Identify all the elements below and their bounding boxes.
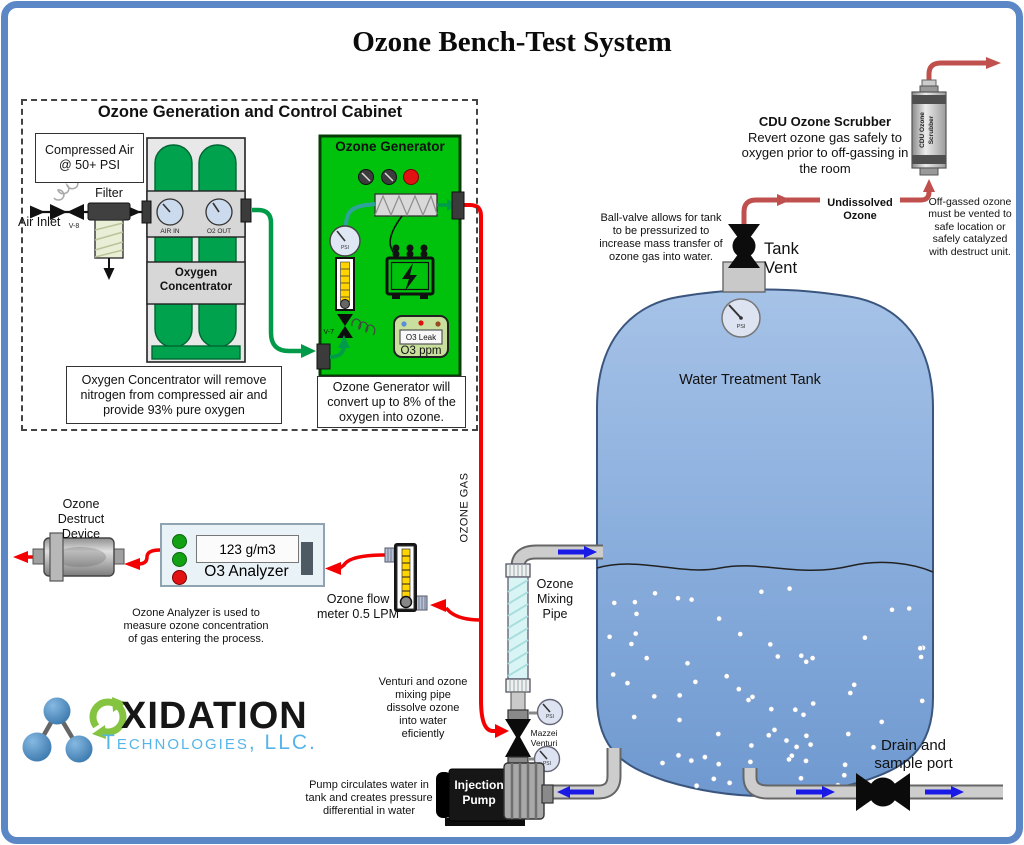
ozone-cabinet-outline [21,99,478,431]
page-title: Ozone Bench-Test System [352,26,672,58]
analyzer-reading-display: 123 g/m3 [196,535,299,563]
oxygen-hose-arrow [301,344,316,358]
power-led [403,169,419,185]
feed-flow-arrow [584,546,597,558]
oxygen-hose [252,207,316,358]
ozone-to-flowmeter-arrow [430,599,446,612]
water-treatment-tank-label: Water Treatment Tank [679,372,821,388]
tank-vent-label: Tank Vent [764,240,799,278]
water-line [596,561,934,573]
scrubber-cylinder-label-1: CDU Ozone [919,112,926,148]
pump-suction-pipe [548,748,622,800]
generator-flow-meter [335,257,355,311]
analyzer-note: Ozone Analyzer is used to measure ozone … [123,607,269,645]
analyzer-led-red [172,570,187,585]
analyzer-slot [301,542,313,575]
scrubber-cylinder-label-2: Scrubber [928,115,935,144]
logo-subtitle: Technologies, LLC. [102,731,317,754]
svg-text:AIR IN: AIR IN [160,228,179,235]
cdu-scrubber-title: CDU Ozone Scrubber [758,114,892,129]
mixing-pipe-label: Ozone Mixing Pipe [536,577,574,621]
concentrator-note: Oxygen Concentrator will remove nitrogen… [66,366,282,424]
ozone-to-venturi-arrow [495,724,509,738]
destruct-exit-arrow [13,551,28,563]
oxidation-logo-icon [22,697,127,763]
vent-line-up-arrow [923,179,935,192]
mazzei-venturi-label: Mazzei Venturi [530,728,558,749]
destruct-device-label: Ozone Destruct Device [57,497,105,541]
hv-transformer [385,244,435,299]
generator-psi-gauge: PSI [329,225,361,257]
air-inlet-label: Air Inlet [18,215,61,229]
cdu-ozone-scrubber: CDU Ozone Scrubber [911,79,947,176]
analyzer-to-destruct-arrow [124,558,140,570]
cdu-scrubber-description: Revert ozone gas safely to oxygen prior … [741,130,909,176]
compressed-air-box: Compressed Air @ 50+ PSI [35,133,144,183]
drain-pipe [742,768,1003,811]
scrubber-exit-arrow [986,57,1001,69]
oxygen-concentrator-label: Oxygen Concentrator [159,267,233,293]
air-filter [87,202,131,280]
generator-note: Ozone Generator will convert up to 8% of… [317,376,466,428]
lightning-bolt-icon [402,263,417,291]
analyzer-led-green-1 [172,534,187,549]
drain-flow-arrow [822,786,835,798]
o3-leak-label: O3 Leak [406,333,437,342]
svg-text:PSI: PSI [341,245,349,251]
ozone-to-analyzer-arrow [325,562,341,575]
drain-label: Drain and sample port [874,737,953,772]
mixing-feed-pipe [510,544,603,575]
valve-v8 [50,204,84,220]
venturi-note: Venturi and ozone mixing pipe dissolve o… [378,676,468,740]
pump-note: Pump circulates water in tank and create… [305,779,433,817]
vent-line-arrow [777,194,791,206]
air-in-gauge: AIR IN [156,198,184,235]
ozone-destruct-device [32,532,125,582]
injection-pump [436,762,554,826]
suction-flow-arrow [557,786,570,798]
tank-psi-label: PSI [737,324,746,330]
ozone-gas-line-label: OZONE GAS [458,472,471,543]
o3-analyzer: 123 g/m3 O3 Analyzer [160,523,325,587]
ozone-flow-meter [384,543,428,612]
svg-text:PSI: PSI [546,714,554,720]
analyzer-label: O3 Analyzer [204,563,289,580]
cabinet-title: Ozone Generation and Control Cabinet [97,103,403,121]
undissolved-ozone-label: Undissolved Ozone [820,197,900,223]
o3-leak-monitor: O3 Leak O3 ppm [393,315,449,358]
analyzer-led-green-2 [172,552,187,567]
ozone-generator-title: Ozone Generator [335,139,445,154]
oxygen-concentrator: AIR IN O2 OUT [141,137,252,363]
offgas-note: Off-gassed ozone must be vented to safe … [928,196,1012,258]
water-bubbles [606,585,926,789]
venturi-psi-gauge-top: PSI [528,698,564,726]
mixing-pipe-stripes [507,579,529,677]
valve-v8-label: V-8 [69,223,80,230]
water-treatment-tank: PSI [596,288,934,797]
ozone-mixing-pipe [505,563,531,713]
drain-flow-arrow-2 [951,786,964,798]
o3-ppm-label: O3 ppm [401,345,442,357]
svg-text:PSI: PSI [543,761,551,767]
air-inlet-assembly: V-8 [30,161,148,280]
logo-wordmark: XIDATION [121,695,308,737]
drain-ball-valve [856,773,910,811]
valve-v7 [337,314,376,338]
injection-pump-label: Injection Pump [454,778,504,807]
flow-meter-label: Ozone flow meter 0.5 LPM [317,592,399,621]
spring-symbol [53,179,79,201]
generator-outlet-port [451,191,465,220]
filter-label: Filter [95,186,123,200]
tank-psi-gauge: PSI [721,298,761,338]
tank-vent-valve [728,224,760,268]
valve-v7-label: V-7 [323,329,334,336]
ball-valve-note: Ball-valve allows for tank to be pressur… [599,212,723,263]
o2-out-gauge: O2 OUT [205,198,233,235]
internal-o2-arrow [338,335,350,348]
recycle-o-icon [89,697,127,739]
teal-hose [344,202,376,227]
svg-text:O2 OUT: O2 OUT [207,228,231,235]
